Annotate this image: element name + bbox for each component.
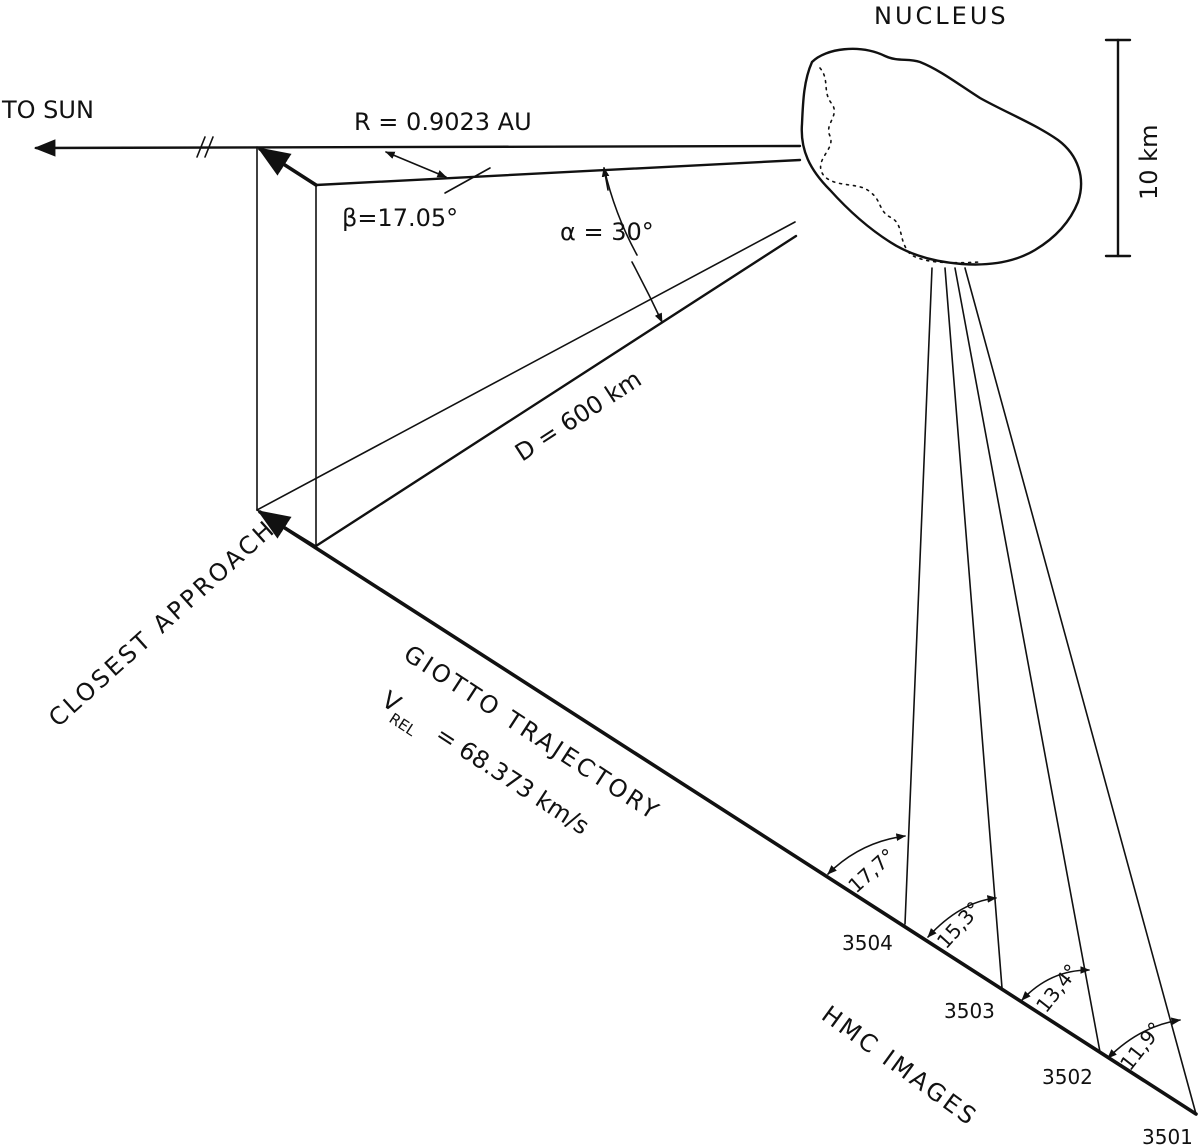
to-sun-label: TO SUN [1,96,94,124]
image-angle-3501: 11,9° [1115,1017,1167,1075]
line-of-sight-3502 [954,267,1101,1053]
nucleus-label: NUCLEUS [874,2,1009,30]
terminator-line [819,67,981,264]
break-mark [204,136,214,158]
closest-approach-label: CLOSEST APPROACH [43,514,281,732]
image-id-3504: 3504 [842,931,893,955]
plane-line-upper [256,221,796,511]
image-id-3502: 3502 [1042,1065,1093,1089]
image-angle-3504: 17,7° [843,843,900,897]
alpha-angle-arc [631,261,663,323]
image-angle-3502: 13,4° [1031,959,1083,1017]
image-id-3501: 3501 [1142,1125,1193,1148]
line-of-sight-3501 [964,267,1197,1115]
distance-d-label: D = 600 km [510,365,646,467]
box-top-edge [257,147,318,187]
sun-direction-line [33,139,802,157]
line-of-sight-3504 [904,267,933,925]
velocity-value: = 68.373 km/s [430,720,594,840]
closest-approach-line [314,234,798,548]
image-angle-arc-3504 [827,833,906,875]
comet-nucleus [800,47,1083,266]
distance-r-label: R = 0.9023 AU [354,108,532,136]
scale-bar-label: 10 km [1135,125,1163,200]
alpha-label: α = 30° [560,218,654,246]
break-mark [196,136,206,158]
line-of-sight-3503 [944,267,1003,989]
image-id-3503: 3503 [944,999,995,1023]
beta-label: β=17.05° [342,204,458,232]
image-angle-arc-3502 [1021,966,1090,1001]
beta-angle-arc [385,151,447,178]
giotto-trajectory-line [257,510,1198,1116]
alpha-arrow-top [601,167,610,191]
beta-leader [444,167,491,194]
projection-line-top [314,158,802,187]
image-angle-arc-3503 [927,895,997,938]
image-angle-arc-3501 [1107,1017,1181,1059]
